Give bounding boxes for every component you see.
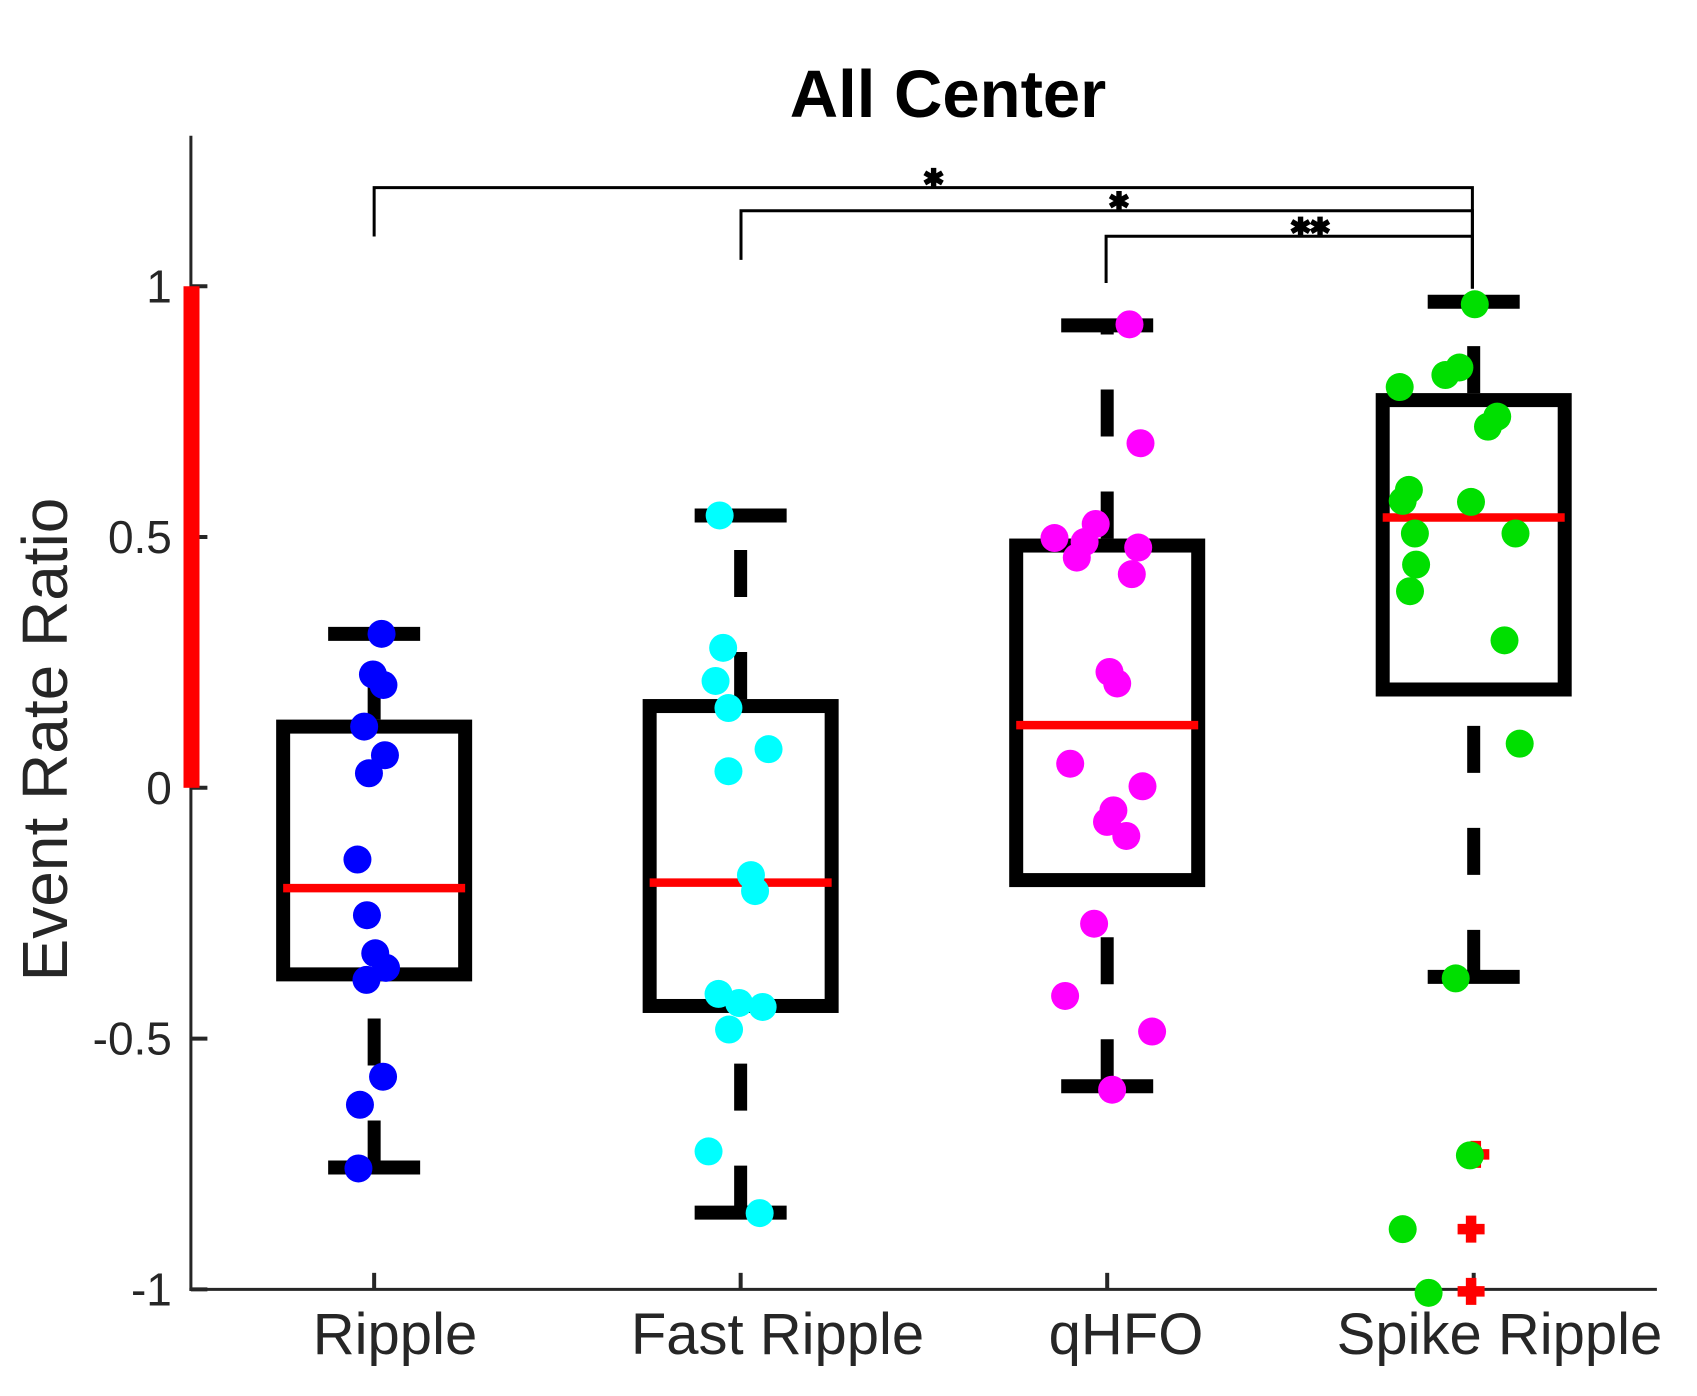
data-point-qhfo [1098,1075,1127,1104]
data-point-qhfo [1080,909,1109,938]
x-tick-label: qHFO [1049,1302,1204,1367]
data-point-qhfo [1062,543,1091,572]
data-point-qhfo [1138,1017,1167,1046]
data-point-ripple [352,901,381,930]
data-point-qhfo [1117,560,1146,589]
data-point-fast-ripple [714,757,743,786]
data-point-ripple [343,845,372,874]
data-point-fast-ripple [741,877,770,906]
iqr-box [1009,538,1206,888]
data-point-spike-ripple [1385,373,1414,402]
y-tick-label: 1 [146,260,172,312]
data-point-fast-ripple [748,992,777,1021]
outlier-plus-marker [1457,1215,1485,1243]
data-point-spike-ripple [1455,1141,1484,1170]
data-point-spike-ripple [1460,290,1489,319]
boxplot-layer [276,294,1572,1220]
data-point-qhfo [1124,533,1153,562]
data-point-spike-ripple [1396,577,1424,606]
data-point-spike-ripple [1457,487,1485,516]
data-point-ripple [369,1062,398,1091]
box-group-qhfo [1009,318,1206,1094]
data-point-fast-ripple [725,988,754,1017]
y-tick-label: -0.5 [93,1013,172,1065]
data-point-spike-ripple [1501,519,1530,548]
data-point-spike-ripple [1441,964,1470,993]
box-group-fast-ripple [642,508,839,1220]
data-point-ripple [344,1154,373,1183]
data-point-qhfo [1093,807,1121,836]
data-point-qhfo [1128,772,1157,801]
data-point-spike-ripple [1388,1215,1417,1244]
data-point-spike-ripple [1414,1278,1443,1307]
data-point-qhfo [1051,981,1080,1010]
data-point-fast-ripple [714,694,743,723]
data-point-spike-ripple [1388,486,1417,515]
box-group-spike-ripple [1375,294,1572,984]
data-point-spike-ripple [1431,361,1460,390]
data-point-fast-ripple [705,501,734,530]
y-tick-label: 0.5 [108,511,172,563]
y-axis-label: Event Rate Ratio [9,498,81,982]
x-tick-label: Fast Ripple [631,1302,924,1367]
x-tick-label: Spike Ripple [1337,1302,1663,1367]
data-point-spike-ripple [1402,550,1431,579]
data-point-ripple [369,670,398,699]
data-point-qhfo [1103,669,1132,698]
scatter-layer [343,290,1534,1307]
bracket-line [1104,234,1474,289]
data-point-ripple [367,619,396,648]
iqr-box [1375,393,1572,697]
x-tick-label: Ripple [313,1302,477,1367]
data-point-qhfo [1056,749,1085,778]
data-point-fast-ripple [754,735,783,764]
data-point-qhfo [1126,429,1155,458]
data-point-ripple [350,712,379,741]
significance-bracket [1104,216,1474,289]
data-point-spike-ripple [1400,519,1429,548]
y-tick-label: -1 [131,1263,172,1315]
significance-stars [923,167,944,188]
data-point-fast-ripple [694,1137,723,1166]
data-point-ripple [354,759,383,788]
data-point-ripple [345,1090,374,1119]
bracket-line [372,186,1474,289]
data-point-qhfo [1040,524,1069,553]
chart-title: All Center [790,57,1106,132]
outlier-plus-marker [1457,1277,1485,1305]
data-point-fast-ripple [701,666,730,695]
data-point-fast-ripple [745,1199,774,1228]
significance-layer [372,167,1474,289]
data-point-ripple [352,965,381,994]
data-point-qhfo [1112,821,1141,850]
significance-stars [1290,216,1331,237]
data-point-spike-ripple [1490,626,1519,655]
data-point-ripple [370,741,399,770]
data-point-spike-ripple [1505,729,1534,758]
y-tick-label: 0 [146,762,172,814]
data-point-qhfo [1115,310,1144,339]
iqr-box [642,699,839,1013]
data-point-spike-ripple [1474,412,1502,441]
data-point-fast-ripple [709,633,738,662]
significance-stars [1108,191,1130,211]
y-axis-highlight-bar [183,286,200,788]
data-point-fast-ripple [715,1015,744,1044]
